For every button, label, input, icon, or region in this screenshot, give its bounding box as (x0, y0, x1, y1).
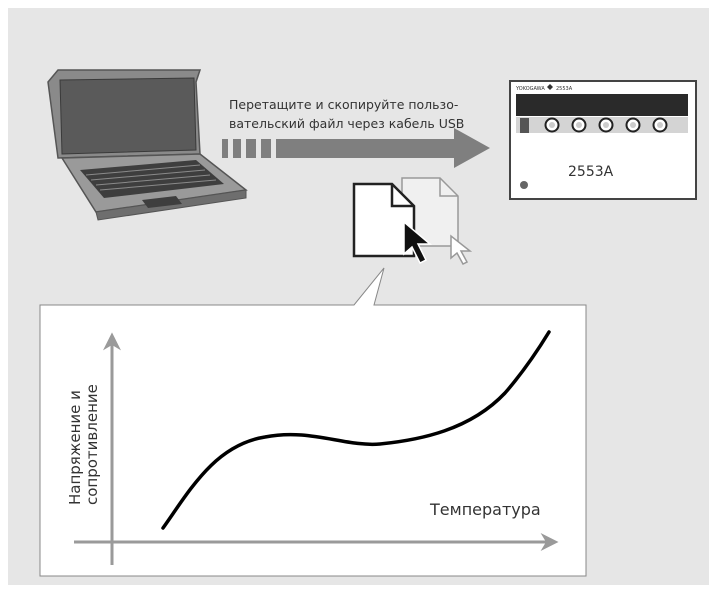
device-display (516, 94, 688, 116)
usb-transfer-arrow (222, 128, 490, 168)
brand-diamond-icon (547, 84, 553, 90)
device-knob-center (576, 122, 582, 128)
device-model-small: 2553A (556, 86, 573, 92)
ghost-cursor-icon (450, 234, 473, 265)
laptop-icon (47, 69, 248, 221)
graph-callout (39, 267, 587, 577)
graph-axes (74, 332, 559, 565)
x-axis-label: Температура (429, 500, 541, 519)
instruction-line-1: Перетащите и скопируйте пользо- (229, 97, 459, 112)
device-indicator-led (520, 181, 528, 189)
device-knob-center (549, 122, 555, 128)
characteristic-curve (161, 330, 551, 530)
file-icons (352, 177, 473, 265)
device-2553a: YOKOGAWA 2553A 2553A (509, 80, 697, 200)
device-power-switch (520, 118, 529, 133)
device-knob-center (603, 122, 609, 128)
y-axis-label-line1: Напряжение и (66, 390, 84, 505)
device-knob-center (657, 122, 663, 128)
instruction-line-2: вательский файл через кабель USB (229, 116, 465, 131)
mouse-cursor-icon (403, 220, 433, 265)
device-model-label: 2553A (568, 164, 614, 180)
device-brand: YOKOGAWA (515, 86, 545, 92)
device-knobs (544, 117, 668, 133)
instruction-text: Перетащите и скопируйте пользо- вательск… (229, 95, 499, 133)
device-knob-center (630, 122, 636, 128)
y-axis-label-line2: сопротивление (83, 384, 101, 505)
